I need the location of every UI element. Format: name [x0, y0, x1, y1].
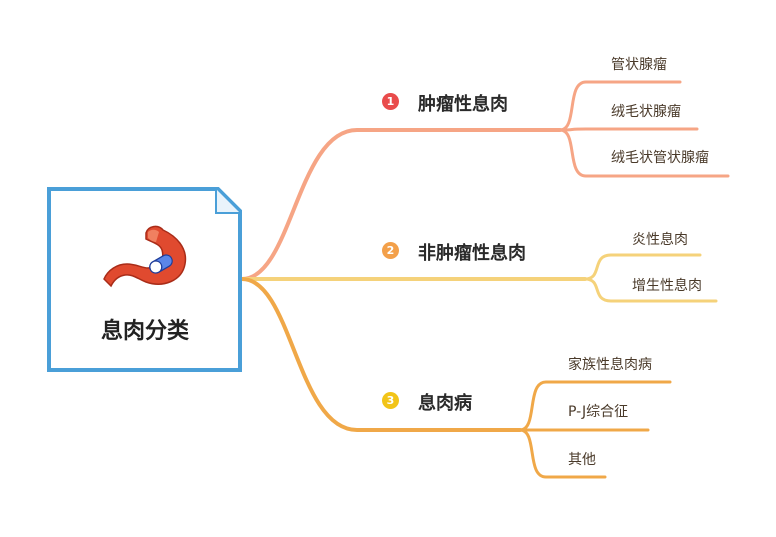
- leaf-3-3: 其他: [568, 452, 596, 468]
- leaf-1-1-connector: [558, 80, 682, 132]
- leaf-1-1: 管状腺瘤: [611, 57, 667, 73]
- branch-3-connector: [240, 277, 522, 432]
- leaf-3-1: 家族性息肉病: [568, 357, 652, 373]
- leaf-3-2: P-J综合征: [568, 404, 629, 420]
- leaf-2-2: 增生性息肉: [632, 278, 702, 294]
- branch-1-connector: [240, 128, 562, 281]
- leaf-2-1-connector: [583, 253, 702, 281]
- stomach-icon: [103, 225, 187, 288]
- branch-2-number-badge: 2: [382, 242, 399, 259]
- leaf-3-3-connector: [518, 428, 607, 479]
- root-title: 息肉分类: [100, 319, 189, 344]
- branch-1-number-badge: 1: [382, 93, 399, 110]
- leaf-2-2-connector: [583, 277, 718, 303]
- leaf-1-2: 绒毛状腺瘤: [611, 104, 681, 120]
- leaf-3-1-connector: [518, 380, 672, 432]
- leaf-1-3-connector: [558, 128, 730, 178]
- branch-2-label: 非肿瘤性息肉: [418, 243, 526, 264]
- branch-3-number-badge: 3: [382, 392, 399, 409]
- leaf-2-1: 炎性息肉: [632, 232, 688, 248]
- leaf-1-3: 绒毛状管状腺瘤: [611, 150, 709, 166]
- branch-3-label: 息肉病: [418, 393, 472, 414]
- branch-1-label: 肿瘤性息肉: [418, 94, 508, 115]
